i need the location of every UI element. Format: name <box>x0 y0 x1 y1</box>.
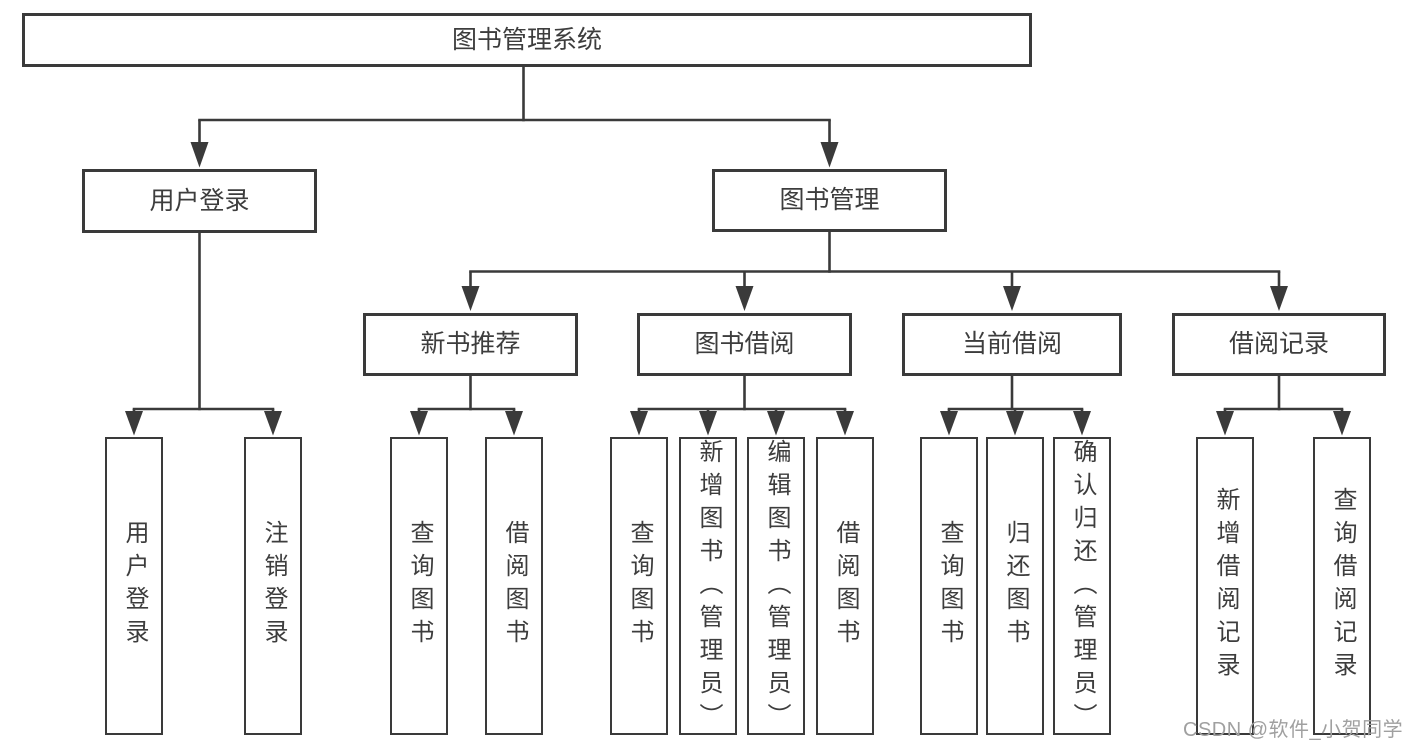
node-book-borrowing: 图书借阅 <box>637 313 852 376</box>
leaf-logout: 注销登录 <box>244 437 302 735</box>
csdn-watermark: CSDN @软件_小贺同学 <box>1183 719 1404 741</box>
leaf-confirm-return-admin: 确认归还（管理员） <box>1053 437 1111 736</box>
node-new-book-recommendation: 新书推荐 <box>363 313 578 376</box>
leaf-query-borrow-record: 查询借阅记录 <box>1313 437 1371 735</box>
leaf-borrow-books: 借阅图书 <box>816 437 874 735</box>
node-user-login: 用户登录 <box>82 169 317 233</box>
leaf-recommend-query-books: 查询图书 <box>390 437 448 735</box>
leaf-edit-books-admin: 编辑图书（管理员） <box>747 437 805 736</box>
node-current-borrowing: 当前借阅 <box>902 313 1122 376</box>
leaf-current-query-books: 查询图书 <box>920 437 978 735</box>
leaf-add-borrow-record: 新增借阅记录 <box>1196 437 1254 735</box>
leaf-borrowing-query-books: 查询图书 <box>610 437 668 735</box>
node-library-management-system: 图书管理系统 <box>22 13 1032 67</box>
node-borrowing-records: 借阅记录 <box>1172 313 1386 376</box>
leaf-user-login: 用户登录 <box>105 437 163 735</box>
leaf-return-books: 归还图书 <box>986 437 1044 735</box>
node-book-management: 图书管理 <box>712 169 947 232</box>
leaf-add-books-admin: 新增图书（管理员） <box>679 437 737 736</box>
leaf-recommend-borrow-books: 借阅图书 <box>485 437 543 735</box>
